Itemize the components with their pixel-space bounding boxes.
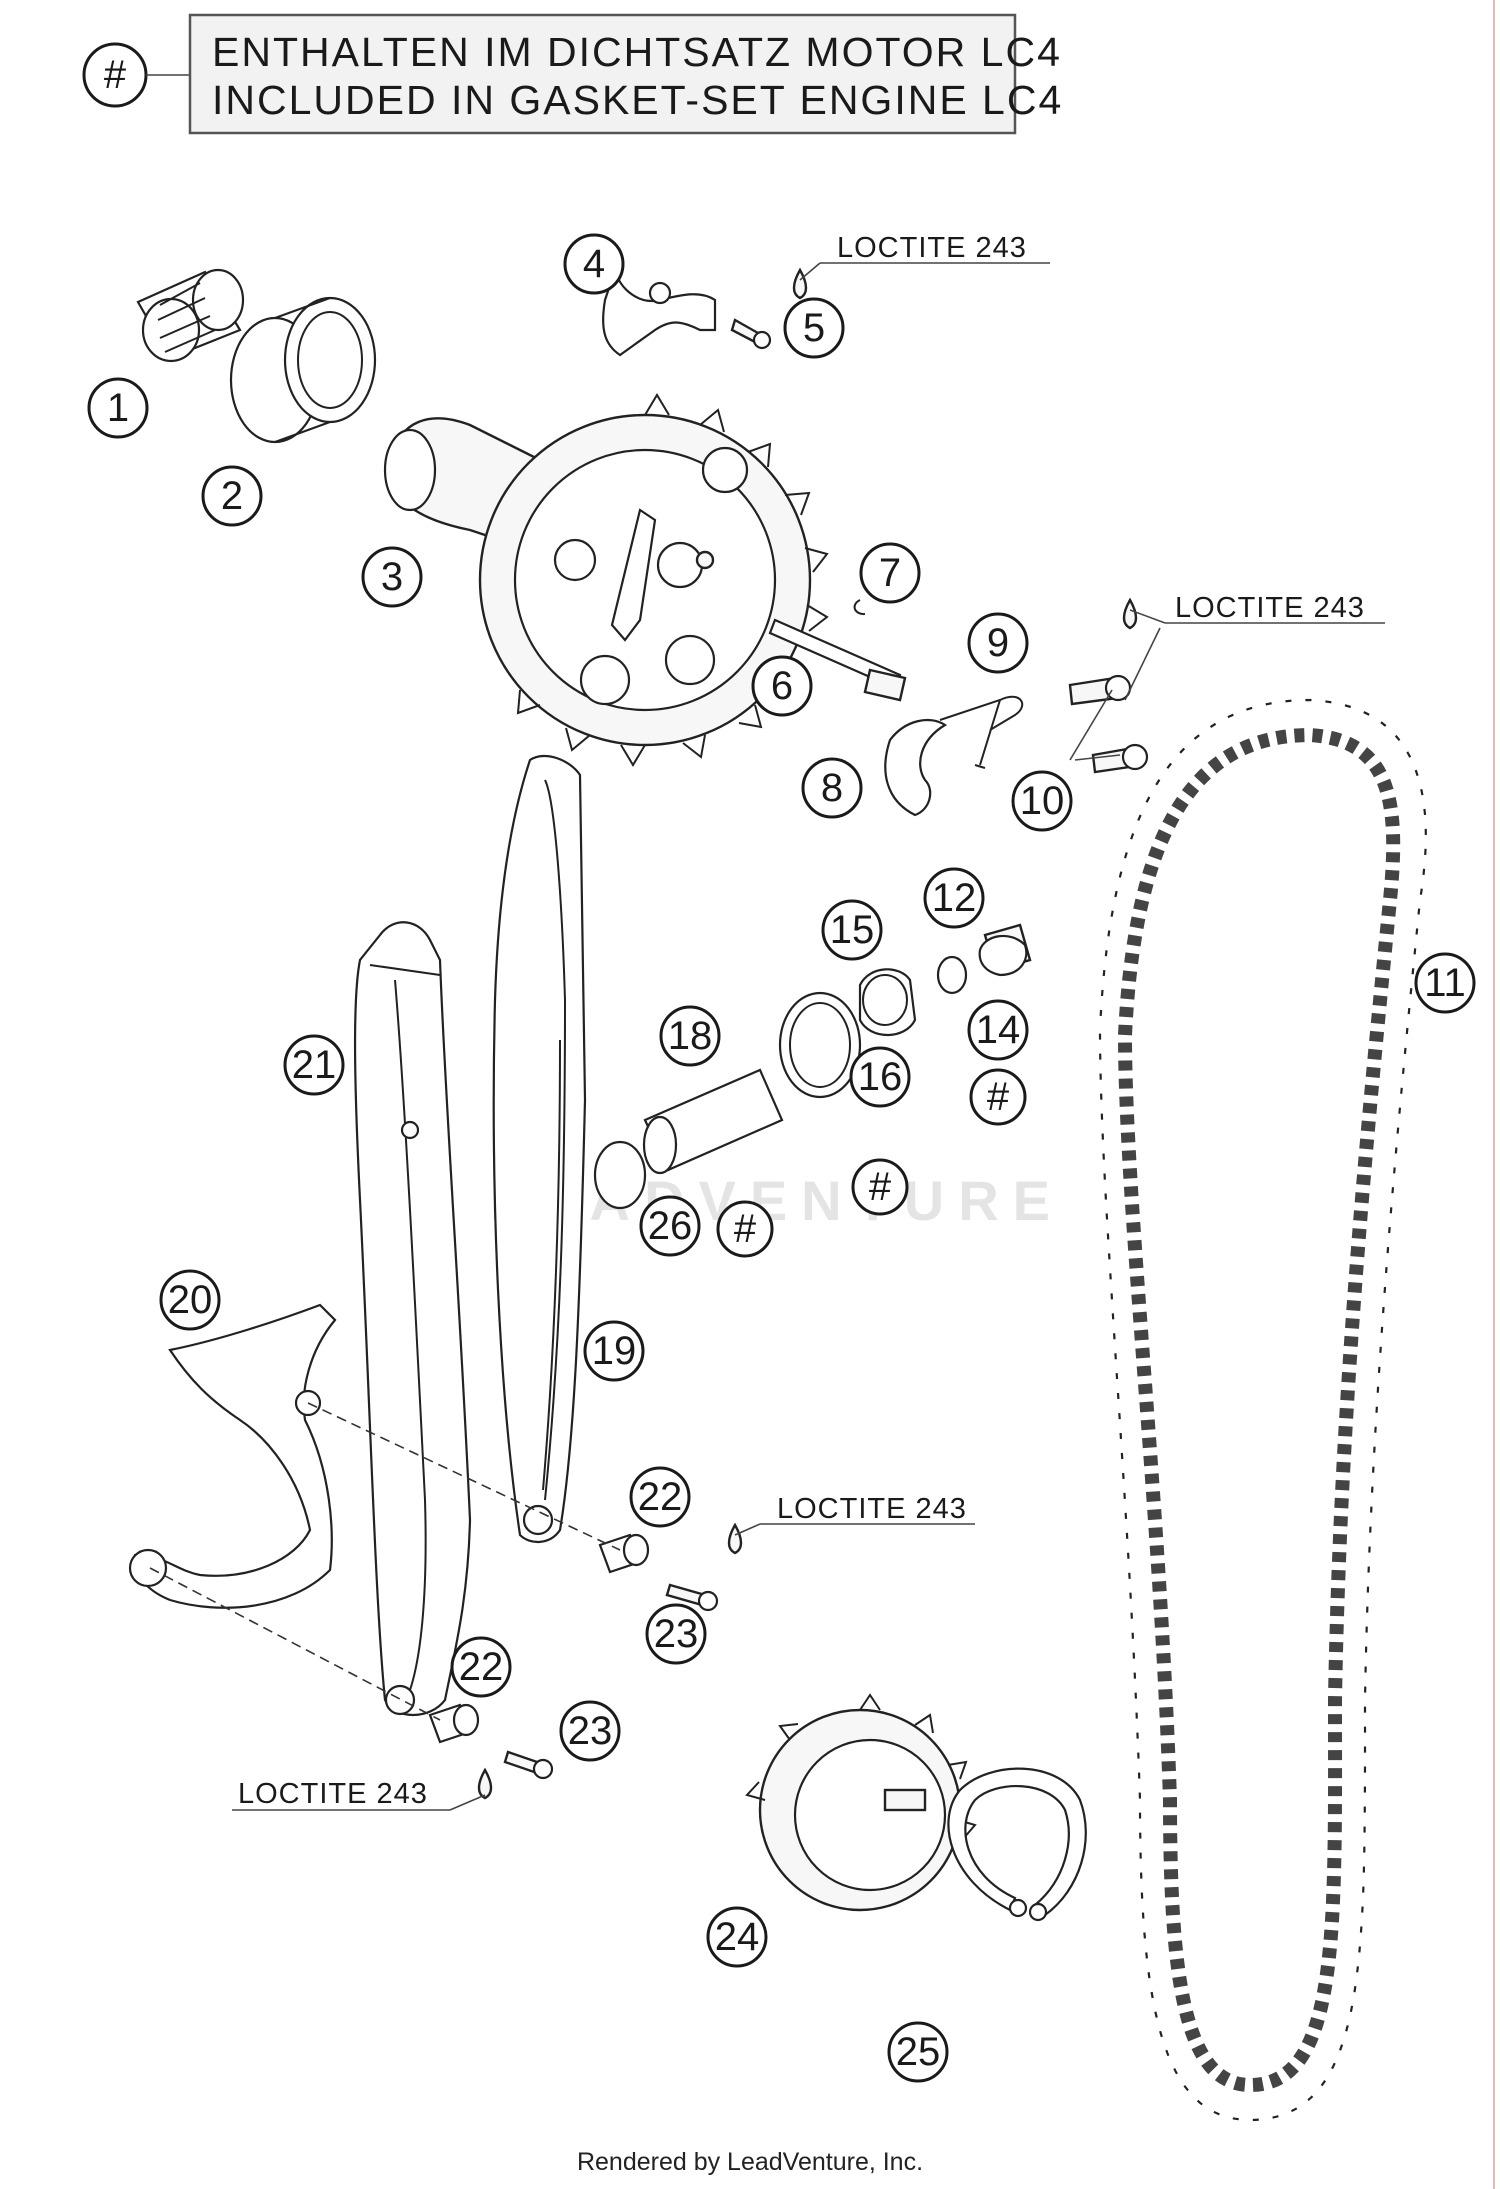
svg-text:19: 19 xyxy=(592,1329,637,1373)
gasket-set-legend: # ENTHALTEN IM DICHTSATZ MOTOR LC4 INCLU… xyxy=(82,13,1063,135)
legend-line-en: INCLUDED IN GASKET-SET ENGINE LC4 xyxy=(212,77,1063,123)
callout-11: 11 xyxy=(1414,952,1476,1014)
callout-21: 21 xyxy=(283,1034,345,1096)
guide-rail-drawing xyxy=(353,921,472,1717)
svg-text:3: 3 xyxy=(381,555,403,599)
decompressor-parts-drawing xyxy=(768,599,1024,817)
callout-23-upper: 23 xyxy=(645,1603,707,1665)
callout-19: 19 xyxy=(583,1320,645,1382)
callout-24: 24 xyxy=(706,1906,768,1968)
svg-text:24: 24 xyxy=(715,1915,760,1959)
svg-text:#: # xyxy=(869,1165,892,1209)
callout-22-upper: 22 xyxy=(629,1466,691,1528)
camshaft-sprocket-drawing xyxy=(383,393,829,767)
legend-line-de: ENTHALTEN IM DICHTSATZ MOTOR LC4 xyxy=(212,29,1062,75)
svg-text:#: # xyxy=(734,1207,757,1251)
chain-tensioner-drawing xyxy=(593,923,1032,1210)
callout-2: 2 xyxy=(201,465,263,527)
loctite-note-rail-bolt: LOCTITE 243 xyxy=(777,1493,967,1525)
svg-text:18: 18 xyxy=(668,1014,713,1058)
leader-loctite-10 xyxy=(1129,609,1166,624)
legend-box xyxy=(188,13,1017,135)
callout-22-lower: 22 xyxy=(450,1636,512,1698)
svg-text:15: 15 xyxy=(830,908,875,952)
callout-16: 16 xyxy=(849,1046,911,1108)
svg-text:12: 12 xyxy=(932,876,977,920)
svg-text:20: 20 xyxy=(168,1278,213,1322)
spacer-bolt-upper-drawing xyxy=(598,1522,743,1612)
callout-14: 14 xyxy=(967,999,1029,1061)
svg-text:14: 14 xyxy=(976,1008,1021,1052)
chain-guide-drawing xyxy=(128,1303,337,1609)
svg-text:16: 16 xyxy=(858,1055,903,1099)
callout-18: 18 xyxy=(659,1005,721,1067)
svg-text:21: 21 xyxy=(292,1043,337,1087)
assembly-line-lower xyxy=(149,1567,441,1721)
callout-8: 8 xyxy=(801,757,863,819)
leader-loctite-lower xyxy=(449,1794,486,1811)
timing-chain-drawing xyxy=(1089,689,1436,2131)
svg-text:8: 8 xyxy=(821,766,843,810)
svg-text:25: 25 xyxy=(896,2030,941,2074)
loctite-note-camshaft-bolt: LOCTITE 243 xyxy=(837,232,1027,264)
assembly-line-upper xyxy=(307,1402,621,1551)
gasket-mark-26: # xyxy=(716,1200,774,1258)
gasket-mark-14: # xyxy=(969,1068,1027,1126)
svg-text:9: 9 xyxy=(987,621,1009,665)
footer-credit: Rendered by LeadVenture, Inc. xyxy=(576,2148,924,2176)
svg-text:2: 2 xyxy=(221,474,243,518)
tensioner-rail-drawing xyxy=(492,754,587,1543)
leader-10b xyxy=(1074,754,1121,761)
circlip-drawing xyxy=(947,1767,1087,1922)
callout-26: 26 xyxy=(639,1195,701,1257)
svg-text:23: 23 xyxy=(568,1709,613,1753)
callout-6: 6 xyxy=(751,655,813,717)
svg-text:7: 7 xyxy=(879,551,901,595)
callout-7: 7 xyxy=(859,542,921,604)
guide-bolts-drawing xyxy=(1068,597,1149,774)
svg-text:23: 23 xyxy=(654,1612,699,1656)
svg-text:4: 4 xyxy=(583,242,605,286)
callout-23-lower: 23 xyxy=(559,1700,621,1762)
svg-text:26: 26 xyxy=(648,1204,693,1248)
gasket-mark-16: # xyxy=(851,1158,909,1216)
legend-symbol: # xyxy=(104,53,127,97)
callout-4: 4 xyxy=(563,233,625,295)
svg-text:1: 1 xyxy=(107,386,129,430)
svg-text:#: # xyxy=(987,1075,1010,1119)
needle-bearing-drawing xyxy=(136,268,245,363)
crank-sprocket-drawing xyxy=(745,1693,977,1912)
leader-10a xyxy=(1069,689,1113,761)
leader-10c xyxy=(1124,627,1161,701)
svg-text:22: 22 xyxy=(638,1475,683,1519)
callout-1: 1 xyxy=(87,377,149,439)
callout-25: 25 xyxy=(887,2021,949,2083)
spacer-bolt-lower-drawing xyxy=(428,1703,554,1800)
leader-loctite-23 xyxy=(734,1523,761,1536)
svg-text:5: 5 xyxy=(803,306,825,350)
callout-5: 5 xyxy=(783,297,845,359)
callout-20: 20 xyxy=(159,1269,221,1331)
callout-9: 9 xyxy=(967,612,1029,674)
callout-10: 10 xyxy=(1011,770,1073,832)
callout-3: 3 xyxy=(361,546,423,608)
svg-text:11: 11 xyxy=(1424,961,1466,1005)
callout-15: 15 xyxy=(821,899,883,961)
svg-text:10: 10 xyxy=(1020,779,1065,823)
loctite-note-lower-bolt: LOCTITE 243 xyxy=(238,1778,428,1810)
decompressor-lever-drawing xyxy=(602,266,717,357)
loctite-note-guide-bolts: LOCTITE 243 xyxy=(1175,592,1365,624)
svg-text:6: 6 xyxy=(771,664,793,708)
svg-text:22: 22 xyxy=(459,1645,504,1689)
bearing-ring-drawing xyxy=(229,296,377,444)
leader-loctite-5 xyxy=(799,262,821,281)
callout-12: 12 xyxy=(923,867,985,929)
